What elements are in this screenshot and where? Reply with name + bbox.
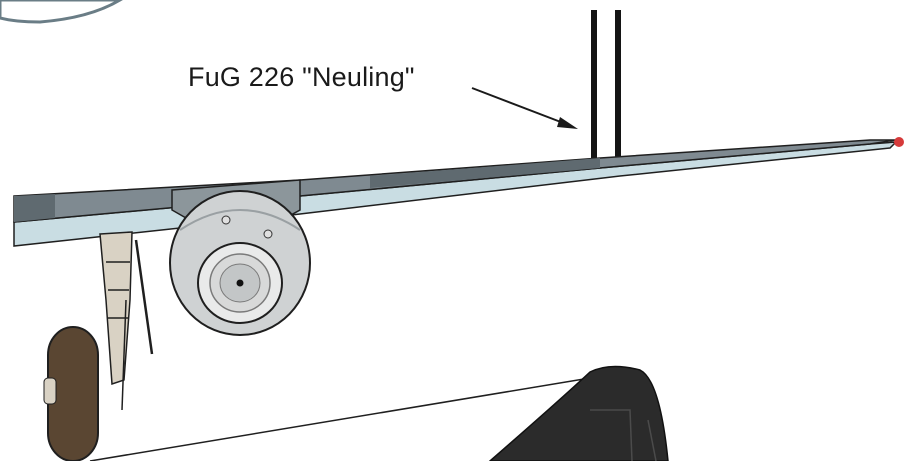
engine-nacelle	[169, 190, 311, 336]
nacelle-rivet-right	[263, 229, 273, 239]
antenna-rod-left	[591, 10, 597, 160]
cropped-part-top-left	[0, 0, 123, 24]
wing	[13, 137, 904, 247]
wing-dark-panel	[370, 158, 600, 188]
wing-top-surface	[13, 139, 897, 223]
nacelle-rivet-left	[221, 215, 231, 225]
wing-tip-nav-light	[894, 137, 904, 147]
antenna-rod-right	[615, 10, 621, 160]
wing-root-panel	[14, 194, 55, 222]
tail-fin	[488, 365, 669, 461]
antenna-rods	[591, 10, 621, 160]
callout-arrow	[471, 87, 578, 129]
callout-label: FuG 226 "Neuling"	[188, 62, 415, 92]
main-landing-gear	[43, 231, 154, 461]
gear-strut	[99, 231, 133, 386]
gear-door-rod	[134, 239, 154, 355]
fuselage-line	[89, 375, 603, 461]
